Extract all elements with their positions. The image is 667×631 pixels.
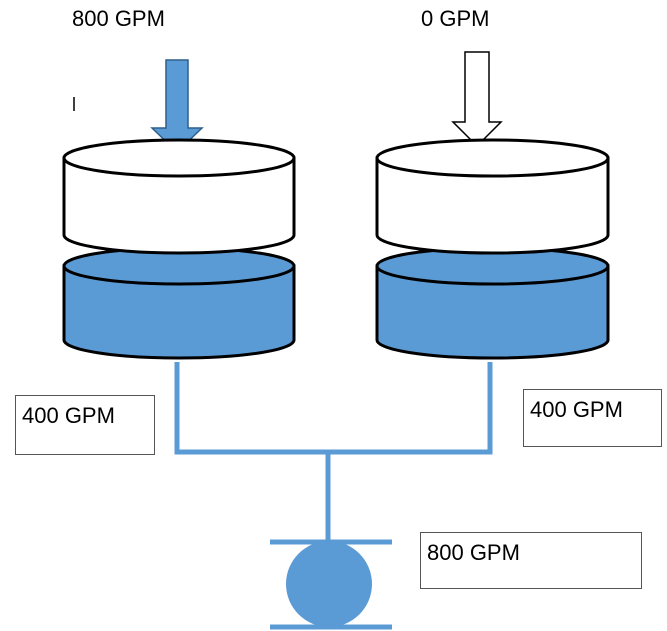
outflow-right-label: 400 GPM xyxy=(530,397,623,422)
pump-flow-box: 800 GPM xyxy=(420,532,642,589)
tank-left-empty xyxy=(62,156,296,255)
tank-left-water xyxy=(62,264,296,360)
inflow-left-label: 800 GPM xyxy=(72,6,165,31)
inflow-arrow-left-icon xyxy=(150,59,204,154)
outflow-right-box: 400 GPM xyxy=(523,389,662,447)
piping xyxy=(174,362,493,542)
outflow-left-box: 400 GPM xyxy=(15,395,155,455)
tank-right-water xyxy=(375,264,610,360)
pump-icon xyxy=(270,539,392,630)
tank-right xyxy=(375,138,610,360)
pump-flow-label: 800 GPM xyxy=(427,540,520,565)
outflow-left-label: 400 GPM xyxy=(22,403,115,428)
tank-right-top xyxy=(375,138,610,178)
tank-right-empty xyxy=(375,156,610,255)
inflow-arrow-right-icon xyxy=(451,51,503,148)
tank-left-top xyxy=(62,138,296,178)
inflow-right-label: 0 GPM xyxy=(421,6,490,31)
tank-left xyxy=(62,138,296,360)
